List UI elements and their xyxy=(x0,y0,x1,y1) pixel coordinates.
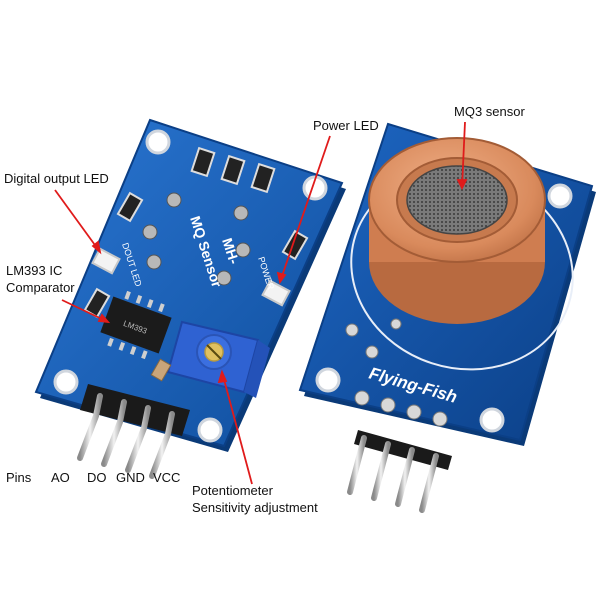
callout-arrows xyxy=(54,121,468,485)
label-lm393-line1: LM393 IC xyxy=(6,263,63,278)
silk-mh: MH- xyxy=(219,236,242,266)
label-potentiometer-line2: Sensitivity adjustment xyxy=(192,500,318,515)
arrow-digital-led xyxy=(54,189,101,253)
lm393-chip: LM393 xyxy=(100,290,172,360)
label-digital-output-led: Digital output LED xyxy=(4,171,109,186)
sensor-pins-front xyxy=(142,192,251,286)
label-potentiometer-line1: Potentiometer xyxy=(192,483,273,498)
arrow-mq3 xyxy=(461,121,466,189)
front-board: LM393 MH- MQ Sensor DOUT LED POWER xyxy=(34,118,346,479)
pin-label-do: DO xyxy=(87,470,107,485)
pin-label-vcc: VCC xyxy=(153,470,181,485)
arrow-power-led xyxy=(279,135,331,283)
mounting-holes-front xyxy=(53,129,328,443)
front-pcb xyxy=(34,118,344,448)
label-power-led: Power LED xyxy=(313,118,379,133)
label-potentiometer: Potentiometer Sensitivity adjustment xyxy=(192,482,318,516)
dout-led xyxy=(91,247,121,275)
front-header xyxy=(77,384,190,479)
power-led xyxy=(261,279,291,307)
arrow-potentiometer xyxy=(221,371,253,485)
sensor-mesh xyxy=(406,165,508,235)
label-lm393-comparator: LM393 IC Comparator xyxy=(6,262,75,296)
back-header xyxy=(347,430,452,513)
label-mq3-sensor: MQ3 sensor xyxy=(454,104,525,119)
mounting-holes-back xyxy=(315,183,573,433)
back-board: Flying-Fish xyxy=(298,122,596,513)
label-lm393-line2: Comparator xyxy=(6,280,75,295)
pin-label-ao: AO xyxy=(51,470,70,485)
mq3-sensor xyxy=(368,137,546,324)
pin-label-gnd: GND xyxy=(116,470,145,485)
solder-pads-back xyxy=(345,318,448,427)
pins-title: Pins xyxy=(6,470,32,485)
potentiometer xyxy=(166,320,270,398)
smd-resistors xyxy=(83,146,309,319)
